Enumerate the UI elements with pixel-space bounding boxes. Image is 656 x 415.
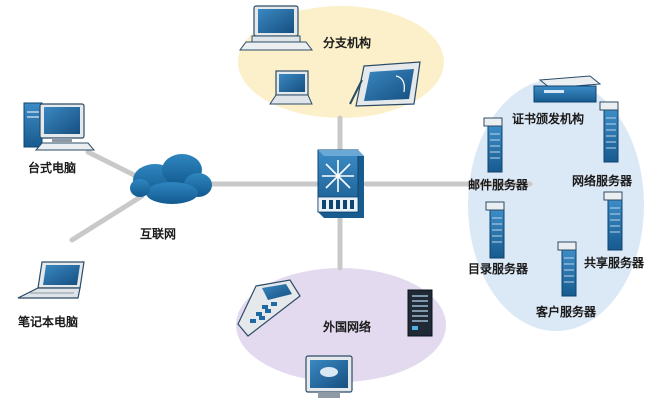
directory-server-icon [485,201,505,259]
share-server-label: 共享服务器 [584,256,645,270]
server-zone [468,79,644,331]
branch-tablet-icon [349,61,421,107]
share-server-icon [603,191,623,251]
branch-laptop-icon [269,70,313,105]
mail-server-label: 邮件服务器 [468,178,529,192]
directory-server-label: 目录服务器 [468,262,529,276]
mail-server-icon [483,117,503,173]
network-links [69,115,533,271]
foreign-server-tower-icon [407,289,433,337]
link-desktop-internet [85,149,143,181]
internet-label: 互联网 [140,227,177,241]
link-laptop-internet [69,193,145,243]
laptop-icon [17,261,85,299]
desktop-label: 台式电脑 [28,161,77,175]
ca-label: 证书颁发机构 [512,112,585,126]
foreign-monitor-icon [305,355,353,398]
foreign-network-label: 外国网络 [323,320,372,334]
pda-device-icon [237,279,301,337]
ca-printer-icon [533,75,602,103]
client-server-icon [557,241,577,297]
internet-cloud-icon [130,154,212,204]
desktop-computer-icon [23,102,96,151]
core-switch-icon [317,149,364,218]
branch-desktop-icon [239,5,313,51]
web-server-icon [599,101,619,163]
client-server-label: 客户服务器 [536,305,597,319]
web-server-label: 网络服务器 [572,174,633,188]
laptop-label: 笔记本电脑 [18,315,79,329]
branch-office-label: 分支机构 [323,36,372,50]
